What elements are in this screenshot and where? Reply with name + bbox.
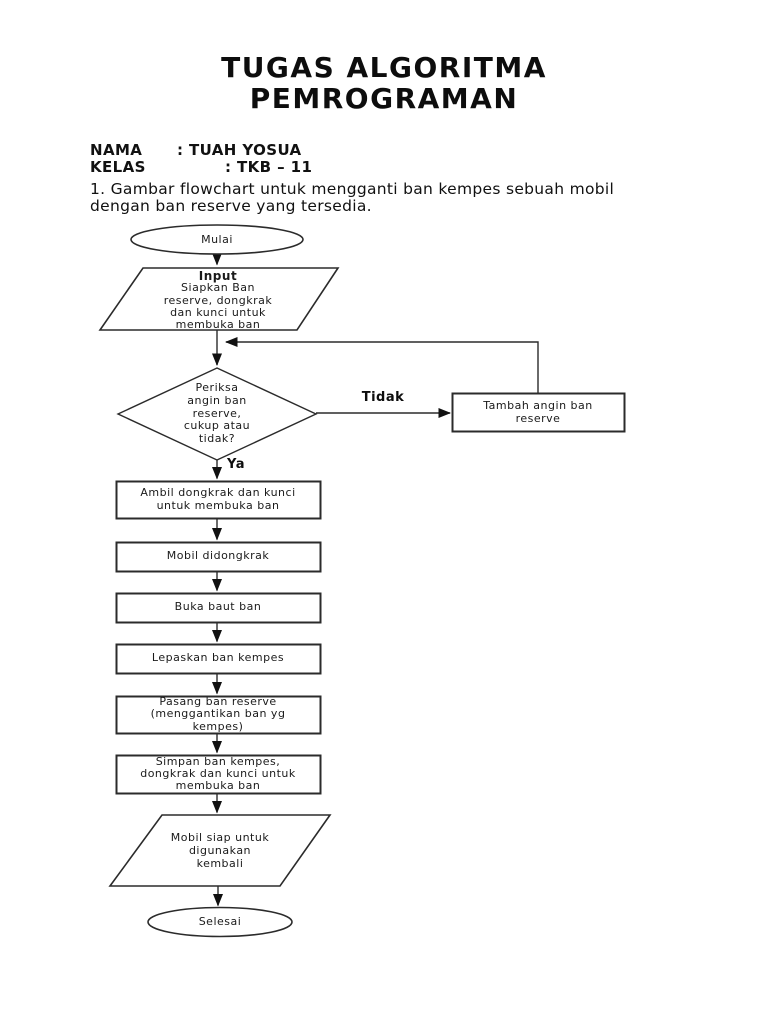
feedback-arrow (225, 337, 539, 393)
input-title: Input (198, 269, 238, 283)
no-branch-label: Tidak (361, 389, 405, 405)
start-label: Mulai (201, 232, 233, 246)
step-box-1 (115, 480, 322, 520)
fix-process-box (451, 392, 626, 433)
step-box-5 (115, 695, 322, 735)
question-text: 1. Gambar flowchart untuk mengganti ban … (90, 180, 615, 215)
step-box-6 (115, 754, 322, 795)
output-parallelogram (108, 814, 332, 887)
input-body: Siapkan Ban reserve, dongkrak dan kunci … (163, 281, 273, 332)
step-label-6: Simpan ban kempes, dongkrak dan kunci un… (140, 754, 296, 793)
step-box-3 (115, 592, 322, 624)
fix-box-label: Tambah angin ban reserve (483, 399, 593, 425)
output-label: Mobil siap untuk digunakan kembali (170, 830, 270, 870)
name-field-value: : TUAH YOSUA (177, 141, 302, 159)
end-label: Selesai (198, 914, 242, 928)
yes-branch-label: Ya (227, 457, 245, 472)
step-label-3: Buka baut ban (174, 600, 262, 614)
class-field: KELAS : TKB – 11 (0, 158, 768, 176)
decision-diamond (116, 367, 318, 461)
step-label-1: Ambil dongkrak dan kunci untuk membuka b… (140, 486, 296, 512)
name-field: NAMA : TUAH YOSUA (0, 141, 768, 159)
class-field-label: KELAS (90, 158, 146, 176)
step-box-2 (115, 541, 322, 573)
input-node-text: Input Siapkan Ban reserve, dongkrak dan … (118, 270, 318, 331)
end-terminator (147, 906, 293, 938)
step-label-4: Lepaskan ban kempes (151, 651, 285, 665)
step-label-5: Pasang ban reserve (menggantikan ban yg … (150, 695, 286, 733)
step-box-4 (115, 643, 322, 675)
name-field-label: NAMA (90, 141, 143, 159)
start-terminator (130, 224, 304, 255)
class-field-value: : TKB – 11 (225, 158, 313, 176)
input-parallelogram (98, 267, 340, 331)
decision-label: Periksa angin ban reserve, cukup atau ti… (183, 380, 251, 446)
step-label-2: Mobil didongkrak (166, 549, 270, 563)
page-title: TUGAS ALGORITMA PEMROGRAMAN (221, 51, 547, 115)
